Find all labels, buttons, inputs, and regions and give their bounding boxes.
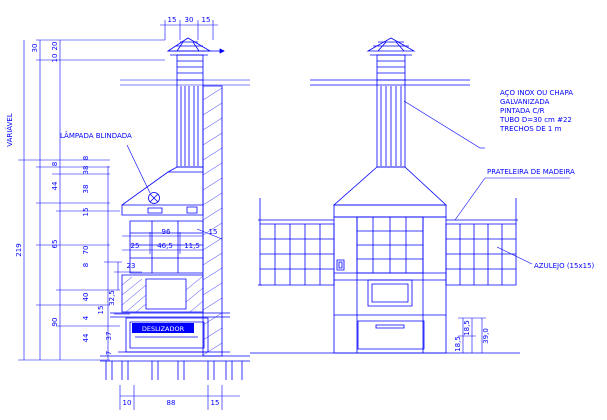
deslizador-label: DESLIZADOR (142, 325, 185, 333)
dim-v8b: 8 (82, 263, 90, 267)
dim-h25: 25 (131, 242, 140, 250)
dim-v15: 15 (82, 208, 90, 217)
aco-note-line3: PINTADA C/R (500, 107, 545, 115)
dim-top-right: 15 (202, 16, 211, 24)
dim-h96: 96 (162, 228, 171, 236)
azulejo-label: AZULEJO (15x15) (534, 262, 595, 270)
dim-r18-5b: 18,5 (463, 320, 471, 336)
dim-b88: 88 (167, 399, 176, 407)
dim-v38: 38 (82, 166, 90, 175)
dim-v219: 219 (15, 243, 23, 256)
dim-v7: 7 (105, 351, 113, 355)
aco-note-line2: GALVANIZADA (500, 98, 550, 106)
lampada-label: LÂMPADA BLINDADA (60, 131, 132, 140)
dim-r39: 39,0 (482, 328, 490, 344)
dim-v40: 40 (82, 293, 90, 302)
aco-note-line1: AÇO INOX OU CHAPA (500, 89, 573, 97)
dim-h15: 15 (209, 228, 218, 236)
dim-top-mid: 30 (185, 16, 194, 24)
variavel-label: VARIÁVEL (5, 113, 14, 147)
dim-v23: 23 (127, 262, 136, 270)
dim-b10: 10 (123, 399, 132, 407)
deslizador-label-box (132, 323, 194, 333)
lamp-icon (149, 193, 160, 204)
dim-v37: 37 (105, 332, 113, 341)
front-elevation (250, 38, 570, 353)
dim-b15: 15 (211, 399, 220, 407)
prateleira-label: PRATELEIRA DE MADEIRA (487, 168, 575, 176)
dim-v38b: 38 (82, 185, 90, 194)
dim-v4: 4 (82, 315, 90, 320)
dim-v15b: 15 (97, 306, 105, 315)
dim-v44a: 44 (51, 181, 59, 190)
left-dimension-lines (18, 20, 240, 410)
aco-note-line5: TRECHOS DE 1 m (499, 125, 562, 133)
dim-v70: 70 (82, 246, 90, 255)
dim-h46-5: 46,5 (157, 242, 173, 250)
dim-v65: 65 (51, 240, 59, 249)
aco-note-line4: TUBO D=30 cm #22 (499, 116, 572, 124)
dim-v10: 10 (51, 54, 59, 63)
dim-v44b: 44 (82, 333, 90, 342)
dim-v88: 8 (82, 156, 90, 160)
dim-v90: 90 (51, 318, 59, 327)
dim-top-left: 15 (168, 16, 177, 24)
dim-r18-5a: 18,5 (454, 336, 462, 352)
dim-v32-5: 32,5 (108, 290, 116, 306)
dim-h11-5: 11,5 (184, 242, 200, 250)
dim-v20: 20 (51, 42, 59, 51)
dim-v30: 30 (31, 44, 39, 53)
dim-v8: 8 (51, 162, 59, 166)
side-elevation (100, 38, 250, 380)
